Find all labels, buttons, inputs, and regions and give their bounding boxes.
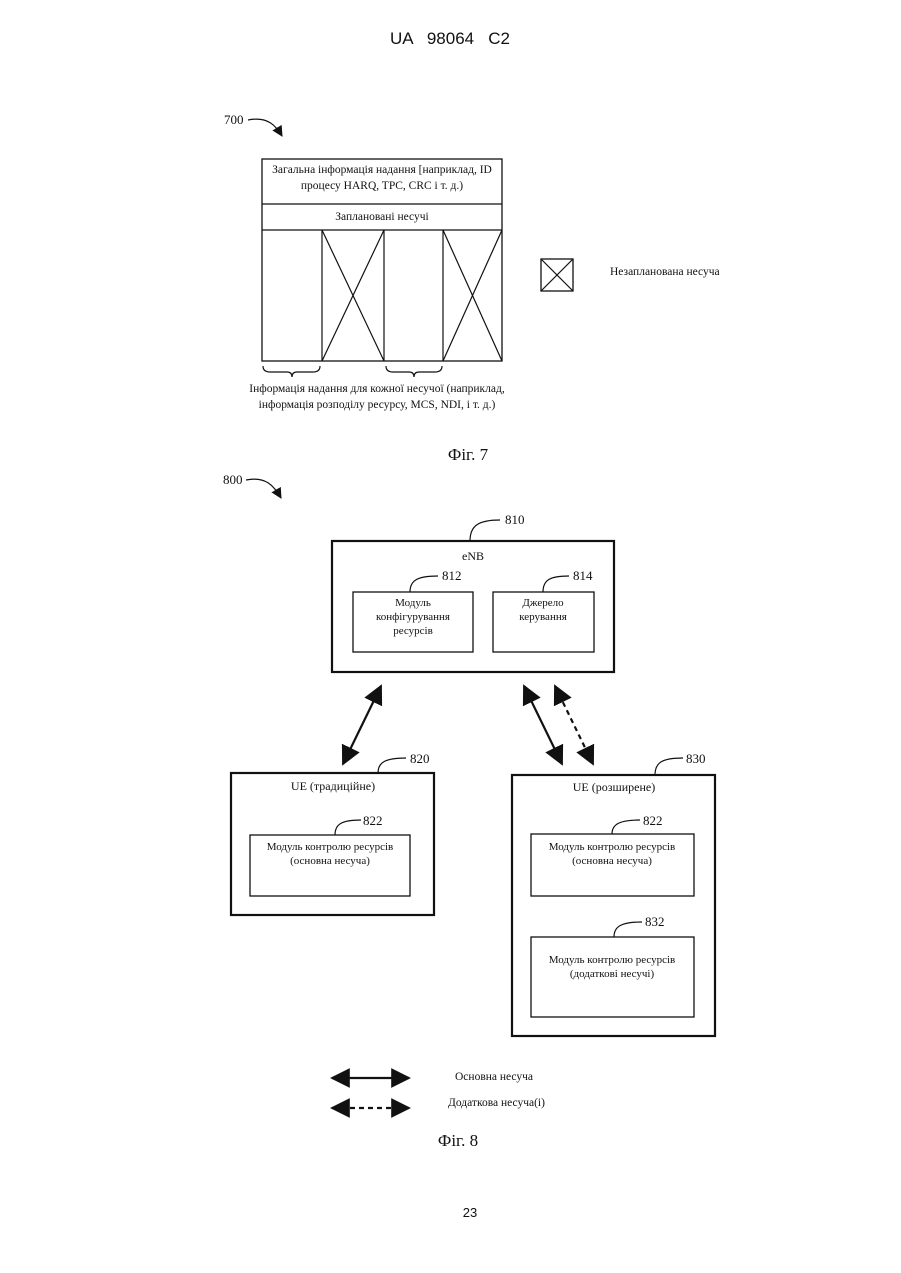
ue-legacy-module-reference: 822 [363,813,383,828]
general-info-line2: процесу HARQ, TPC, CRC і т. д.) [301,180,463,192]
figure-8: 800 810 eNB 812 Модуль конфігурування ре… [223,472,715,1150]
unscheduled-carrier-legend-icon [541,259,573,291]
module-812-reference: 812 [442,568,462,583]
ue-advanced-title: UE (розширене) [573,780,655,794]
ue-legacy-leader [378,758,406,773]
ue-advanced-module-822-line1: Модуль контролю ресурсів [549,841,676,853]
module-814-reference: 814 [573,568,593,583]
ue-advanced-leader [655,758,683,775]
primary-carrier-link-legacy [343,686,381,764]
ue-advanced-module-832-reference: 832 [645,914,665,929]
module-812-line1: Модуль [395,597,431,609]
ue-legacy-module-line2: (основна несуча) [290,855,370,867]
figure-7: 700 Загальна інформація надання [наприкл… [224,112,720,464]
unscheduled-carrier-legend-label: Незапланована несуча [610,266,720,278]
ue-advanced-module-822-line2: (основна несуча) [572,855,652,867]
module-814-leader [543,576,569,592]
ue-legacy-reference: 820 [410,751,430,766]
brace [386,366,442,377]
ue-advanced-reference: 830 [686,751,706,766]
ue-advanced-822-leader [612,820,640,834]
fig7-reference-arrow [248,119,282,136]
per-carrier-info-line1: Інформація надання для кожної несучої (н… [249,383,505,395]
module-814-line2: керування [519,611,567,623]
ue-advanced-module-822-reference: 822 [643,813,663,828]
ue-legacy-module-line1: Модуль контролю ресурсів [267,841,394,853]
unscheduled-carrier-cross [443,230,502,361]
secondary-carrier-legend-label: Додаткова несуча(і) [448,1097,545,1109]
fig8-reference-number: 800 [223,472,243,487]
module-812-line3: ресурсів [393,625,433,637]
scheduled-carriers-label: Заплановані несучі [335,211,428,223]
patent-number: UA 98064 C2 [390,29,510,48]
enb-block: 810 eNB 812 Модуль конфігурування ресурс… [332,512,614,672]
primary-carrier-link-advanced [524,686,562,764]
ue-legacy-title: UE (традиційне) [291,779,375,793]
unscheduled-carrier-cross [322,230,384,361]
page-number: 23 [463,1205,477,1220]
secondary-carrier-link-advanced [555,686,593,764]
module-814-line1: Джерело [522,597,564,609]
ue-advanced-module-832-line2: (додаткові несучі) [570,968,655,980]
ue-advanced-module-832-line1: Модуль контролю ресурсів [549,954,676,966]
general-info-line1: Загальна інформація надання [наприклад, … [272,164,492,176]
enb-title: eNB [462,549,484,563]
brace [263,366,320,377]
ue-advanced-832-leader [614,922,642,937]
module-812-leader [410,576,438,592]
fig7-reference-number: 700 [224,112,244,127]
primary-carrier-legend-label: Основна несуча [455,1071,533,1083]
ue-legacy-module-leader [335,820,361,835]
fig8-reference-arrow [246,479,281,498]
enb-reference: 810 [505,512,525,527]
fig7-caption: Фіг. 7 [448,445,489,464]
ue-advanced-block: 830 UE (розширене) 822 Модуль контролю р… [512,751,715,1036]
fig8-caption: Фіг. 8 [438,1131,478,1150]
enb-leader [470,520,500,541]
module-812-line2: конфігурування [376,611,450,623]
per-carrier-info-line2: інформація розподілу ресурсу, MCS, NDI, … [259,399,496,411]
ue-legacy-block: 820 UE (традиційне) 822 Модуль контролю … [231,751,434,915]
